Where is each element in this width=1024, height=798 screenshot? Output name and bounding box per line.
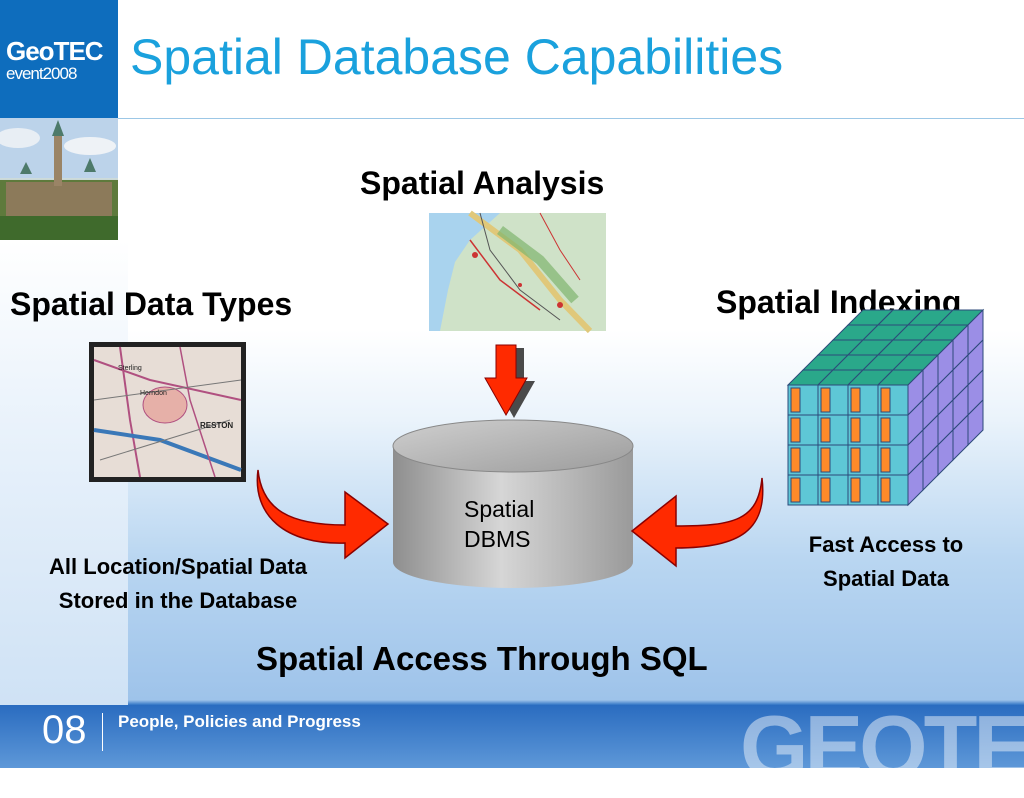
map-label-reston: RESTON bbox=[200, 421, 233, 430]
dbms-cylinder bbox=[392, 419, 634, 588]
logo-line2: event2008 bbox=[6, 64, 77, 83]
caption-fast-access: Fast Access to Spatial Data bbox=[770, 528, 1002, 596]
cube-front-accent bbox=[820, 447, 831, 473]
dbms-label-line1: Spatial bbox=[464, 496, 535, 522]
caption-right-line1: Fast Access to bbox=[808, 532, 964, 557]
parliament-photo-svg bbox=[0, 118, 118, 240]
index-cube bbox=[786, 308, 985, 507]
parliament-photo bbox=[0, 118, 118, 240]
footer-bar bbox=[0, 705, 1024, 768]
cube-front-accent bbox=[880, 447, 891, 473]
footer-tagline: People, Policies and Progress bbox=[118, 712, 361, 731]
cube-front-accent bbox=[820, 477, 831, 503]
cube-front-accent bbox=[820, 417, 831, 443]
reston-map: RESTON Sterling Herndon bbox=[89, 342, 246, 482]
map-label-sterling: Sterling bbox=[118, 365, 142, 372]
cube-front-accent bbox=[850, 387, 861, 413]
cube-front-accent bbox=[790, 447, 801, 473]
cube-side-cell bbox=[967, 398, 984, 447]
down-arrow bbox=[484, 344, 535, 418]
footer-separator bbox=[102, 713, 103, 751]
dbms-label: Spatial DBMS bbox=[464, 494, 534, 554]
cube-front-accent bbox=[880, 477, 891, 503]
heading-spatial-data-types: Spatial Data Types bbox=[10, 286, 293, 322]
left-curved-arrow bbox=[256, 469, 390, 560]
diagram-graphics: RESTON Sterling Herndon bbox=[89, 210, 985, 588]
caption-right-line2: Spatial Data bbox=[823, 566, 949, 591]
dbms-label-line2: DBMS bbox=[464, 526, 531, 552]
spatial-access-sql-text: Spatial Access Through SQL bbox=[256, 640, 708, 677]
logo-line1: GeoTEC bbox=[6, 36, 104, 66]
caption-left-line2: Stored in the Database bbox=[58, 588, 298, 613]
cube-front-accent bbox=[790, 477, 801, 503]
cube-front-accent bbox=[880, 387, 891, 413]
heading-spatial-analysis: Spatial Analysis bbox=[360, 165, 605, 201]
cube-front-accent bbox=[820, 387, 831, 413]
california-map bbox=[429, 210, 606, 334]
cube-front-accent bbox=[790, 387, 801, 413]
right-curved-arrow bbox=[630, 477, 764, 568]
geotec-logo: GeoTEC event2008 bbox=[0, 0, 118, 118]
slide-title: Spatial Database Capabilities bbox=[130, 29, 784, 85]
cube-front-accent bbox=[850, 477, 861, 503]
footer-brand: GEOTEC bbox=[740, 697, 1024, 796]
cube-front-accent bbox=[850, 417, 861, 443]
cube-front-accent bbox=[790, 417, 801, 443]
cube-front-accent bbox=[850, 447, 861, 473]
cube-front-accent bbox=[880, 417, 891, 443]
slide-number: 08 bbox=[42, 708, 87, 752]
map-label-herndon: Herndon bbox=[140, 390, 167, 397]
caption-stored-in-database: All Location/Spatial Data Stored in the … bbox=[8, 550, 348, 618]
title-divider bbox=[118, 118, 1024, 119]
caption-left-line1: All Location/Spatial Data bbox=[49, 554, 307, 579]
